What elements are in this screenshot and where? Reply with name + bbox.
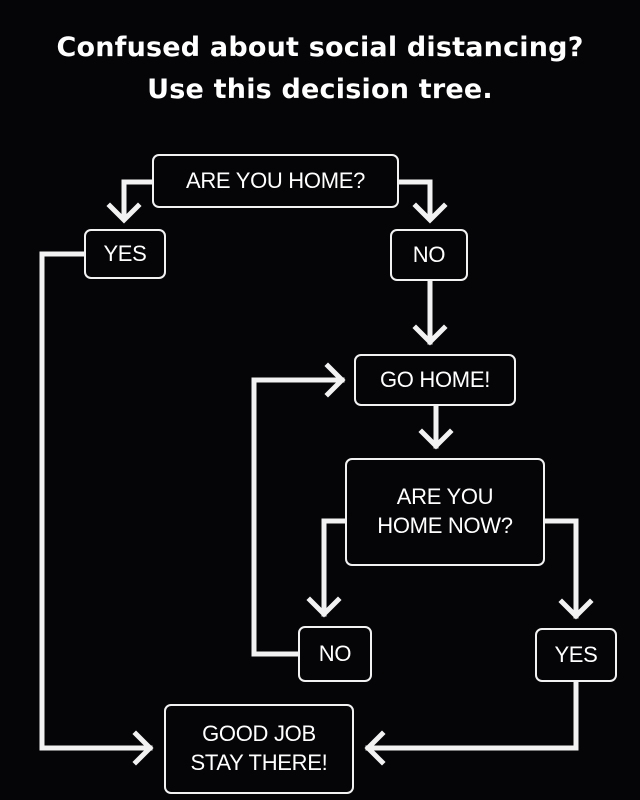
node-go-home-label: GO HOME! xyxy=(379,366,491,392)
node-are-you-home-now-line-1: ARE YOU xyxy=(396,484,494,510)
node-yes-home-now: YES xyxy=(535,628,617,682)
node-good-job-line-2: STAY THERE! xyxy=(190,750,328,775)
arrowhead-no1 xyxy=(412,202,448,224)
connector-home-to-no xyxy=(396,179,433,221)
connector-home-to-yes xyxy=(121,179,155,221)
connector-question-to-no xyxy=(321,518,348,617)
connector-yes2-to-goodjob xyxy=(365,679,579,751)
node-no-home-label: NO xyxy=(412,241,446,267)
arrowhead-yes2 xyxy=(558,598,594,620)
node-no-home-now-label: NO xyxy=(318,640,352,666)
arrowhead-yes1 xyxy=(106,202,142,224)
node-good-job: GOOD JOB STAY THERE! xyxy=(164,704,354,794)
node-are-you-home-now: ARE YOU HOME NOW? xyxy=(345,458,545,566)
node-yes-home-now-label: YES xyxy=(554,641,598,667)
node-are-you-home: ARE YOU HOME? xyxy=(152,154,399,208)
node-no-home: NO xyxy=(390,229,468,281)
arrowhead-gohome xyxy=(412,324,448,346)
node-are-you-home-label: ARE YOU HOME? xyxy=(185,167,366,193)
connector-yes-to-goodjob xyxy=(39,251,153,751)
arrowhead-no2 xyxy=(306,596,342,618)
node-yes-home: YES xyxy=(84,229,166,279)
title-line-2: Use this decision tree. xyxy=(147,74,493,105)
title-line-1: Confused about social distancing? xyxy=(56,32,584,63)
arrowhead-goodjob-left xyxy=(132,730,154,766)
node-are-you-home-now-line-2: HOME NOW? xyxy=(377,513,513,538)
node-good-job-line-1: GOOD JOB xyxy=(202,721,316,747)
arrowhead-goodjob-right xyxy=(364,730,386,766)
arrowhead-question xyxy=(418,428,454,450)
connector-question-to-yes xyxy=(542,518,579,619)
arrowhead-loop xyxy=(324,362,346,398)
node-no-home-now: NO xyxy=(298,626,372,682)
connector-no-loop-to-gohome xyxy=(251,377,345,657)
node-yes-home-label: YES xyxy=(103,240,147,266)
node-go-home: GO HOME! xyxy=(354,354,516,406)
